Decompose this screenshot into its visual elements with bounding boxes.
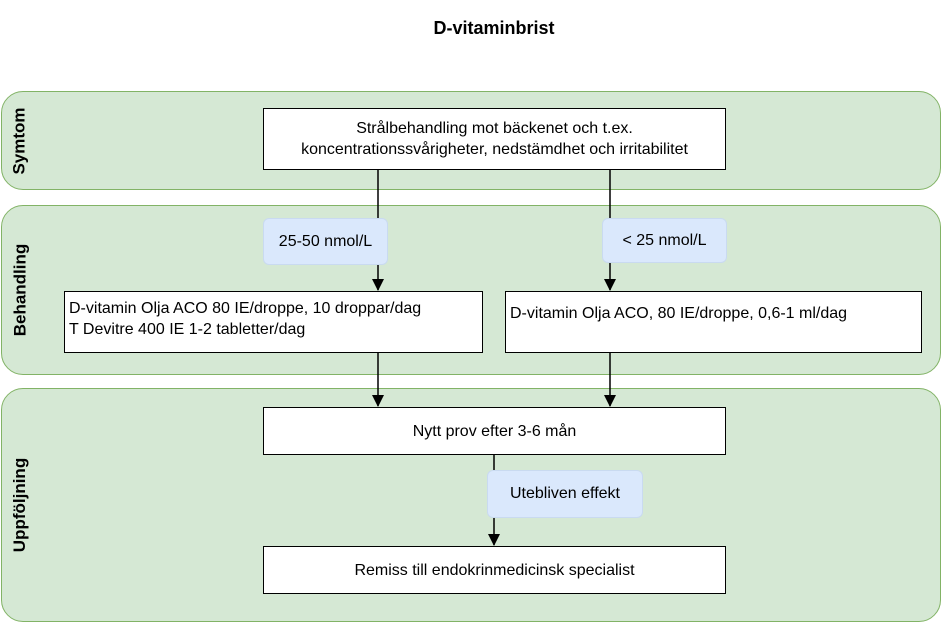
symptom-line-1: Strålbehandling mot bäckenet och t.ex. — [356, 120, 633, 137]
symptom-box: Strålbehandling mot bäckenet och t.ex. k… — [263, 108, 726, 170]
treatment-b-box: D-vitamin Olja ACO, 80 IE/droppe, 0,6-1 … — [505, 291, 922, 353]
treatment-a-box: D-vitamin Olja ACO 80 IE/droppe, 10 drop… — [64, 291, 483, 353]
edge-label-range-b: < 25 nmol/L — [602, 218, 727, 263]
edge-label-no-effect: Utebliven effekt — [487, 470, 643, 518]
referral-box: Remiss till endokrinmedicinsk specialist — [263, 546, 726, 594]
diagram-title: D-vitaminbrist — [433, 18, 555, 38]
treatment-a-line-1: D-vitamin Olja ACO 80 IE/droppe, 10 drop… — [69, 300, 422, 317]
treatment-b-line-1: D-vitamin Olja ACO, 80 IE/droppe, 0,6-1 … — [510, 304, 848, 322]
referral-label: Remiss till endokrinmedicinsk specialist — [354, 561, 635, 579]
new-test-label: Nytt prov efter 3-6 mån — [412, 422, 577, 440]
symptom-line-2: koncentrationssvårigheter, nedstämdhet o… — [301, 141, 688, 158]
edge-label-range-a: 25-50 nmol/L — [263, 218, 388, 265]
treatment-a-line-2: T Devitre 400 IE 1-2 tabletter/dag — [69, 321, 306, 338]
new-test-box: Nytt prov efter 3-6 mån — [263, 407, 726, 455]
